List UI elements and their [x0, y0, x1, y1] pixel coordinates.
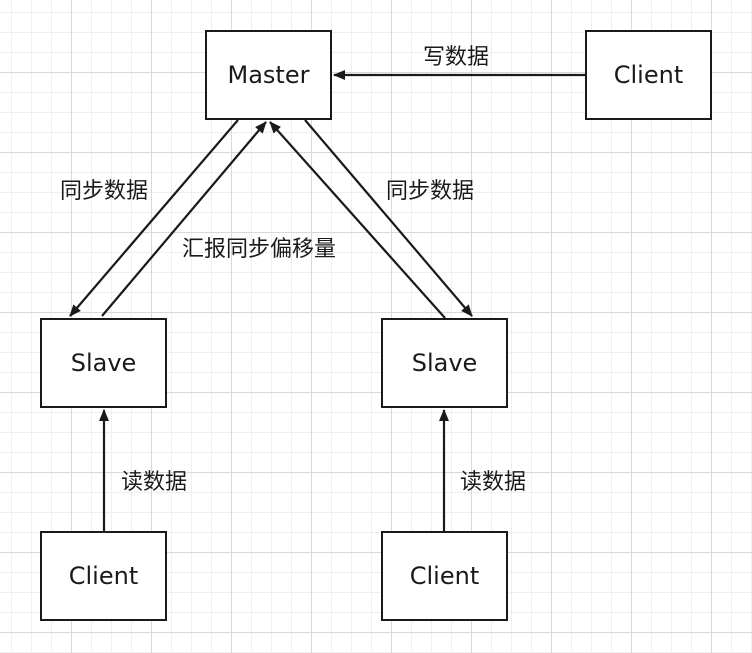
edge-report-offset-left [101, 121, 267, 317]
sync-data-left-label: 同步数据 [60, 179, 149, 204]
client-read-right-node: Client [381, 531, 508, 621]
sync-data-right-label: 同步数据 [386, 179, 475, 204]
client-write-node: Client [585, 30, 712, 120]
read-data-right-label: 读数据 [460, 470, 527, 495]
report-offset-label: 汇报同步偏移量 [182, 237, 337, 262]
edge-sync-data-right [304, 119, 473, 317]
write-data-label: 写数据 [423, 45, 490, 70]
edge-sync-data-left [69, 119, 239, 317]
slave-left-node: Slave [40, 318, 167, 408]
slave-right-node: Slave [381, 318, 508, 408]
master-node: Master [205, 30, 332, 120]
edge-report-offset-right [269, 121, 446, 319]
read-data-left-label: 读数据 [121, 470, 188, 495]
client-read-left-node: Client [40, 531, 167, 621]
